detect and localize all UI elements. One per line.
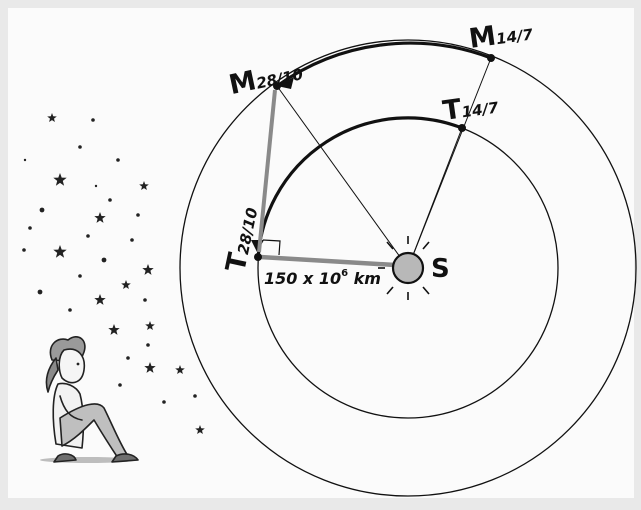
star-mark	[162, 400, 166, 404]
star-mark	[78, 145, 82, 149]
star-mark	[102, 258, 107, 263]
star-mark	[78, 274, 82, 278]
star-mark	[91, 118, 95, 122]
star-mark	[193, 394, 197, 398]
star-mark	[118, 383, 122, 387]
star-mark	[22, 248, 26, 252]
sun-label: S	[431, 254, 450, 284]
mars-earlier-dot	[487, 54, 495, 62]
star-mark	[68, 308, 72, 312]
star-mark	[108, 198, 112, 202]
star-mark	[143, 298, 147, 302]
star-mark	[130, 238, 134, 242]
star-mark	[126, 356, 130, 360]
star-mark	[116, 158, 120, 162]
star-mark	[28, 226, 32, 230]
earth-earlier-dot	[458, 124, 466, 132]
earth-later-dot	[254, 253, 262, 261]
star-mark	[86, 234, 90, 238]
distance-label: 150 x 106 km	[264, 268, 381, 288]
star-mark	[24, 159, 26, 161]
star-mark	[136, 213, 140, 217]
star-mark	[40, 208, 45, 213]
star-mark	[38, 290, 43, 295]
star-mark	[146, 343, 150, 347]
star-mark	[95, 185, 97, 187]
